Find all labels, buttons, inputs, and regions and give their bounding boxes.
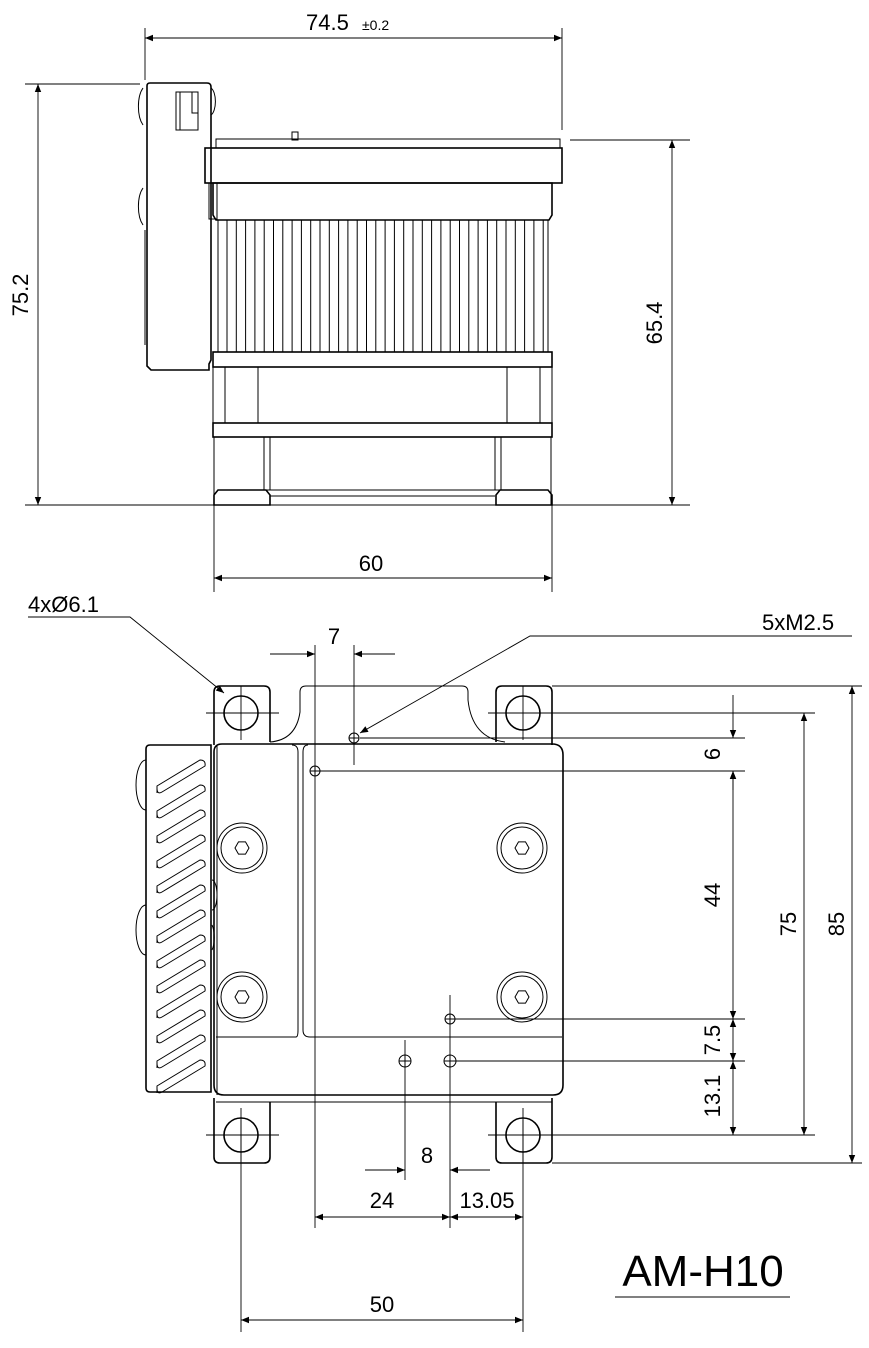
dim-13-1-label: 13.1	[700, 1075, 725, 1118]
heatsink-slot	[156, 834, 206, 869]
dim-44-label: 44	[700, 883, 725, 907]
threaded-holes-callout: 5xM2.5	[762, 610, 834, 635]
mount-holes-callout: 4xØ6.1	[28, 592, 99, 617]
heatsink-slot	[156, 984, 206, 1019]
hex-socket-icon	[514, 841, 530, 855]
dim-13-05-label: 13.05	[459, 1188, 514, 1213]
dim-6-label: 6	[700, 748, 725, 760]
centerline	[488, 1108, 561, 1162]
screw-counterbore	[496, 822, 548, 874]
dim-base-width-label: 60	[359, 551, 383, 576]
heatsink-slot	[156, 909, 206, 944]
dim-body-height-label: 65.4	[642, 302, 667, 345]
dim-24-label: 24	[370, 1188, 394, 1213]
centerline	[206, 686, 279, 740]
screw-counterbore	[216, 971, 268, 1023]
dim-7-label: 7	[328, 624, 340, 649]
hex-socket-icon	[234, 990, 250, 1004]
bottom-view-dimensions: 4xØ6.1 5xM2.5 7 6 44 7.5 13.1 75 85 8 24…	[28, 592, 862, 1332]
centerline	[488, 686, 561, 740]
heatsink-slot	[156, 884, 206, 919]
screw-head	[220, 975, 264, 1019]
heatsink-slot	[156, 759, 206, 794]
side-view	[137, 82, 563, 506]
side-view-dimensions: 74.5 ±0.2 75.2 65.4 60	[8, 10, 690, 592]
screw-head	[500, 975, 544, 1019]
heatsink-slot	[156, 934, 206, 969]
heatsink-slot	[156, 859, 206, 894]
screw-head	[500, 826, 544, 870]
dim-total-height-label: 75.2	[8, 274, 33, 317]
heatsink-slot	[156, 1034, 206, 1069]
dim-8-label: 8	[421, 1143, 433, 1168]
hex-socket-icon	[514, 990, 530, 1004]
heatsink-fins	[226, 220, 544, 352]
dim-width-tolerance: ±0.2	[362, 17, 389, 33]
model-title: AM-H10	[622, 1247, 783, 1296]
heatsink-slot	[156, 959, 206, 994]
bottom-view	[135, 685, 564, 1164]
heatsink-slots	[156, 759, 206, 1094]
heatsink-slot	[156, 784, 206, 819]
dim-width-label: 74.5	[306, 10, 349, 35]
heatsink-slot	[156, 1009, 206, 1044]
dim-7-5-label: 7.5	[700, 1025, 725, 1056]
centerline	[206, 1108, 279, 1162]
hex-socket-icon	[234, 841, 250, 855]
dim-50-label: 50	[370, 1292, 394, 1317]
screw-counterbore	[216, 822, 268, 874]
heatsink-slot	[156, 809, 206, 844]
screw-head	[220, 826, 264, 870]
heatsink-slot	[156, 1059, 206, 1094]
dim-85-label: 85	[824, 912, 849, 936]
dim-75-label: 75	[776, 912, 801, 936]
screw-counterbore	[496, 971, 548, 1023]
